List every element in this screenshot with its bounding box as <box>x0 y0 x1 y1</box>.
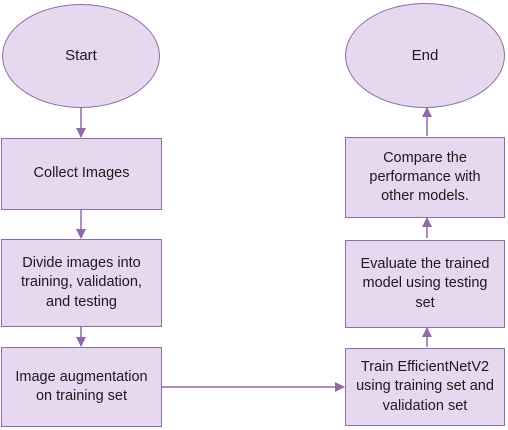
evaluate-model-box: Evaluate the trained model using testing… <box>345 240 505 328</box>
compare-performance-box: Compare the performance with other model… <box>345 137 505 218</box>
divide-images-box: Divide images into training, validation,… <box>1 239 162 327</box>
train-efficientnetv2-box: Train EfficientNetV2 using training set … <box>345 348 505 426</box>
image-augmentation-box: Image augmentation on training set <box>1 347 162 427</box>
end-node: End <box>345 3 505 108</box>
start-node: Start <box>2 4 160 108</box>
collect-images-box: Collect Images <box>1 138 162 210</box>
